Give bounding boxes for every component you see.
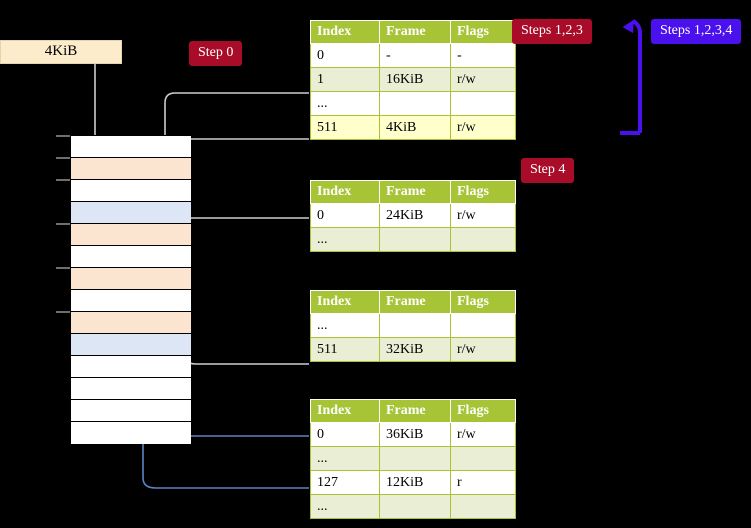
table-cell-frame <box>379 227 451 252</box>
column-header-flags: Flags <box>450 399 516 423</box>
column-header-index: Index <box>310 399 380 423</box>
memory-frame-row <box>71 202 191 224</box>
column-header-flags: Flags <box>450 180 516 204</box>
column-header-frame: Frame <box>379 399 451 423</box>
table-cell-frame <box>379 313 451 338</box>
memory-frame-row <box>71 378 191 400</box>
table-cell-flags <box>450 494 516 519</box>
table-cell-flags: r <box>450 470 516 495</box>
table-cell-flags: - <box>450 43 516 68</box>
step-badge-steps123: Steps 1,2,3 <box>512 19 592 44</box>
memory-frame-row <box>71 400 191 422</box>
table-cell-index: 511 <box>310 337 380 362</box>
table-cell-index: 0 <box>310 43 380 68</box>
memory-frame-row <box>71 158 191 180</box>
table-row: ... <box>310 91 516 116</box>
table-cell-frame: 12KiB <box>379 470 451 495</box>
memory-tick-mark <box>56 267 70 269</box>
table-cell-index: 0 <box>310 203 380 228</box>
table-cell-index: 0 <box>310 422 380 447</box>
table-cell-flags: r/w <box>450 203 516 228</box>
memory-frame-row <box>71 356 191 378</box>
table-cell-index: ... <box>310 91 380 116</box>
physical-memory-column <box>70 135 191 444</box>
table-cell-flags: r/w <box>450 422 516 447</box>
table-row: ... <box>310 313 516 338</box>
column-header-frame: Frame <box>379 290 451 314</box>
table-cell-flags <box>450 313 516 338</box>
table-cell-index: ... <box>310 494 380 519</box>
table-row: 0-- <box>310 43 516 68</box>
memory-tick-mark <box>56 135 70 137</box>
table-cell-flags: r/w <box>450 337 516 362</box>
memory-frame-row <box>71 422 191 444</box>
memory-frame-row <box>71 246 191 268</box>
table-cell-index: ... <box>310 227 380 252</box>
table-cell-flags <box>450 91 516 116</box>
memory-tick-mark <box>56 223 70 225</box>
memory-frame-row <box>71 224 191 246</box>
table-cell-frame: - <box>379 43 451 68</box>
table-cell-frame <box>379 91 451 116</box>
table-cell-frame: 24KiB <box>379 203 451 228</box>
table-cell-frame <box>379 446 451 471</box>
table-cell-frame: 36KiB <box>379 422 451 447</box>
memory-frame-row <box>71 268 191 290</box>
table-cell-frame: 32KiB <box>379 337 451 362</box>
table-cell-flags: r/w <box>450 115 516 140</box>
memory-tick-mark <box>56 311 70 313</box>
memory-frame-row <box>71 290 191 312</box>
memory-frame-row <box>71 334 191 356</box>
table-cell-index: ... <box>310 446 380 471</box>
column-header-index: Index <box>310 180 380 204</box>
memory-frame-row <box>71 180 191 202</box>
memory-tick-mark <box>56 157 70 159</box>
column-header-flags: Flags <box>450 20 516 44</box>
step-badge-step0: Step 0 <box>189 41 243 66</box>
table-cell-flags <box>450 227 516 252</box>
table-cell-index: 127 <box>310 470 380 495</box>
table-cell-flags <box>450 446 516 471</box>
table-row: ... <box>310 446 516 471</box>
column-header-flags: Flags <box>450 290 516 314</box>
column-header-index: Index <box>310 290 380 314</box>
table-cell-flags: r/w <box>450 67 516 92</box>
step-badge-steps1234: Steps 1,2,3,4 <box>651 19 742 44</box>
step-badge-step4: Step 4 <box>521 158 575 183</box>
column-header-index: Index <box>310 20 380 44</box>
memory-tick-mark <box>56 179 70 181</box>
table-cell-frame <box>379 494 451 519</box>
memory-frame-row <box>71 312 191 334</box>
size-label-4kib: 4KiB <box>0 40 122 64</box>
table-row: ... <box>310 494 516 519</box>
table-cell-frame: 16KiB <box>379 67 451 92</box>
table-cell-index: 511 <box>310 115 380 140</box>
column-header-frame: Frame <box>379 20 451 44</box>
table-row: ... <box>310 227 516 252</box>
table-cell-frame: 4KiB <box>379 115 451 140</box>
memory-frame-row <box>71 136 191 158</box>
table-cell-index: ... <box>310 313 380 338</box>
column-header-frame: Frame <box>379 180 451 204</box>
table-cell-index: 1 <box>310 67 380 92</box>
